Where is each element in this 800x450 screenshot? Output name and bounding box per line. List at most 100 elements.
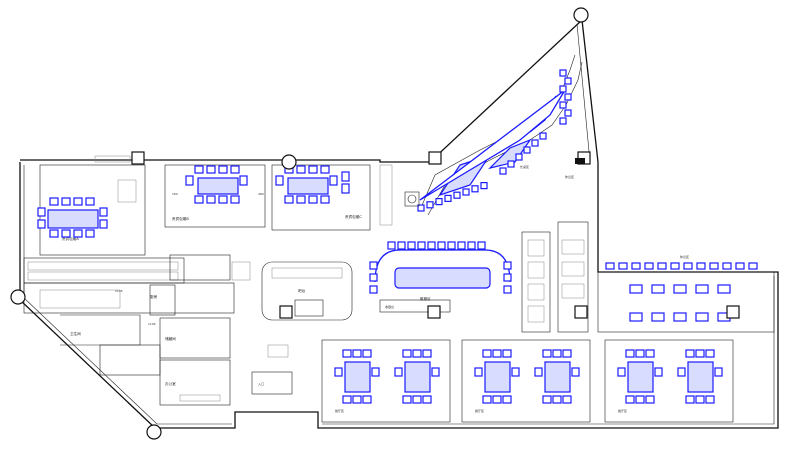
chair xyxy=(334,367,343,377)
chair xyxy=(206,165,216,174)
chair xyxy=(685,349,695,358)
hall-a-table-2 xyxy=(404,361,431,393)
chair xyxy=(695,312,709,322)
chair xyxy=(275,175,284,186)
vip-room-b: 贵宾包厢B 160 xyxy=(164,164,266,228)
grid-marker xyxy=(146,424,162,440)
hall-a-table-1 xyxy=(344,361,371,393)
chair xyxy=(467,241,476,250)
right-lounge: 休息区 xyxy=(597,254,775,333)
chair xyxy=(482,349,492,358)
hall-b-table-2 xyxy=(544,361,571,393)
chair xyxy=(308,195,318,204)
chair xyxy=(431,367,440,377)
chair xyxy=(552,349,562,358)
central-bar: 吧台 收银台 xyxy=(261,261,451,321)
chair xyxy=(645,349,655,358)
chair xyxy=(559,101,567,109)
chair xyxy=(308,165,318,174)
storage-label: 储藏间 xyxy=(165,336,176,341)
column xyxy=(131,151,145,165)
chair xyxy=(218,165,228,174)
chair xyxy=(447,241,456,250)
chair xyxy=(502,395,512,404)
chair xyxy=(542,349,552,358)
chair xyxy=(654,367,663,377)
chair xyxy=(342,349,352,358)
vip-a-label: 贵宾包厢A xyxy=(62,236,79,241)
chair xyxy=(695,284,709,294)
chair xyxy=(531,139,539,147)
chair xyxy=(417,204,425,212)
chair xyxy=(709,262,719,270)
chair xyxy=(474,367,483,377)
chair xyxy=(402,395,412,404)
chair xyxy=(99,219,108,229)
chair xyxy=(296,195,306,204)
chair xyxy=(705,349,715,358)
chair xyxy=(194,195,204,204)
diagonal-wing: 长桌区 休息区 xyxy=(419,54,583,216)
chair xyxy=(559,85,567,93)
chair xyxy=(717,284,731,294)
chair xyxy=(417,241,426,250)
chair xyxy=(427,241,436,250)
office-label: 办公室 xyxy=(165,381,176,386)
chair xyxy=(462,188,470,196)
chair xyxy=(320,195,330,204)
chair xyxy=(714,367,723,377)
chair xyxy=(341,171,350,182)
grid-marker xyxy=(281,154,297,170)
chair xyxy=(422,349,432,358)
chair xyxy=(239,175,248,186)
chair xyxy=(482,395,492,404)
chair xyxy=(629,312,643,322)
vip-a-table xyxy=(47,209,99,229)
chair xyxy=(61,229,71,238)
dining-chairs xyxy=(334,349,723,404)
chair xyxy=(477,241,486,250)
chair xyxy=(99,207,108,217)
grid-marker xyxy=(10,289,26,305)
column xyxy=(726,305,740,319)
chair xyxy=(73,229,83,238)
chair xyxy=(185,175,194,186)
chair xyxy=(503,273,512,282)
chair xyxy=(426,201,434,209)
chair xyxy=(37,207,46,217)
kitchen-area: 厨房 1195 1195 xyxy=(23,254,235,326)
chair xyxy=(657,262,667,270)
banquette-table xyxy=(394,267,491,289)
column xyxy=(279,305,293,319)
dim-1195-b: 1195 xyxy=(115,289,123,293)
chair xyxy=(362,349,372,358)
chair xyxy=(635,349,645,358)
chair xyxy=(503,285,512,294)
chair xyxy=(320,165,330,174)
chair xyxy=(342,395,352,404)
chair xyxy=(625,349,635,358)
chair xyxy=(635,395,645,404)
chair xyxy=(564,109,572,117)
chair xyxy=(503,261,512,270)
hall-c-table-1 xyxy=(627,361,654,393)
banquette-chairs xyxy=(369,241,512,294)
chair xyxy=(437,241,446,250)
column xyxy=(427,305,441,319)
wing-table-2 xyxy=(488,138,532,170)
lounge-seats xyxy=(605,262,758,322)
lower-left-rooms: 储藏间 办公室 卫生间 入口 xyxy=(60,314,293,406)
column xyxy=(428,151,442,165)
chair xyxy=(453,191,461,199)
chair xyxy=(412,395,422,404)
chair xyxy=(605,262,615,270)
dining-room-c: 餐厅区 xyxy=(604,339,734,423)
entry-label: 入口 xyxy=(258,382,264,386)
lounge-label: 休息区 xyxy=(680,254,689,259)
chair xyxy=(562,395,572,404)
cashier-label: 收银台 xyxy=(385,304,394,309)
chair xyxy=(457,241,466,250)
chair xyxy=(471,185,479,193)
chair xyxy=(49,229,59,238)
